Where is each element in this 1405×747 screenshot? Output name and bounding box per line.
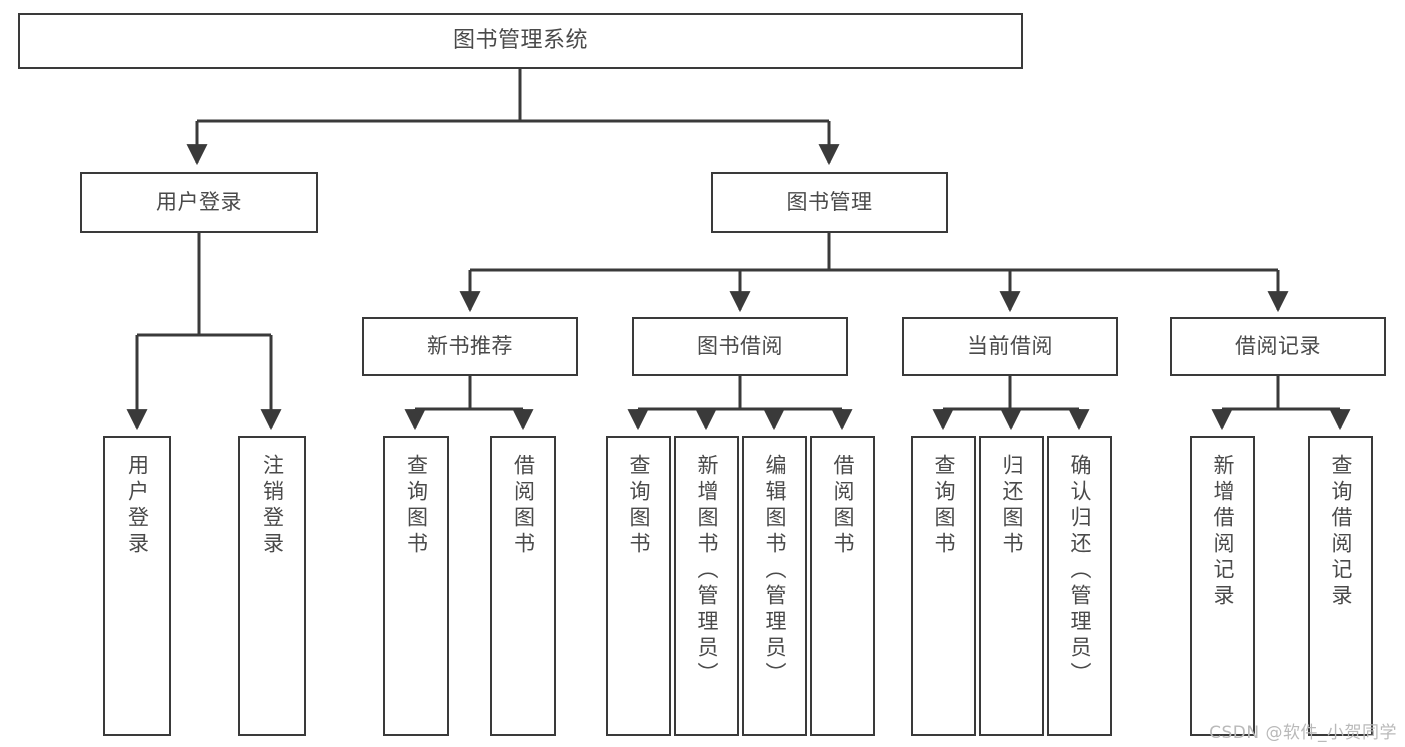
node-current-borrow[interactable]: 当前借阅 [902,317,1118,376]
node-new-book[interactable]: 新书推荐 [362,317,578,376]
leaf-book-borrow-4-label: 借阅图书 [831,454,855,558]
node-root[interactable]: 图书管理系统 [18,13,1023,69]
leaf-book-borrow-4[interactable]: 借阅图书 [810,436,875,736]
leaf-book-borrow-1-label: 查询图书 [627,454,651,558]
node-user-login[interactable]: 用户登录 [80,172,318,233]
leaf-book-borrow-1[interactable]: 查询图书 [606,436,671,736]
node-user-login-label: 用户登录 [156,190,242,215]
node-book-manage[interactable]: 图书管理 [711,172,948,233]
leaf-new-book-2-label: 借阅图书 [511,454,536,558]
leaf-borrow-record-2-label: 查询借阅记录 [1329,454,1353,610]
node-book-borrow-label: 图书借阅 [697,334,783,359]
leaf-current-borrow-3[interactable]: 确认归还（管理员） [1047,436,1112,736]
leaf-current-borrow-2-label: 归还图书 [1000,454,1024,558]
leaf-new-book-1-label: 查询图书 [404,454,429,558]
leaf-book-borrow-3[interactable]: 编辑图书（管理员） [742,436,807,736]
node-root-label: 图书管理系统 [452,28,588,54]
leaf-borrow-record-2[interactable]: 查询借阅记录 [1308,436,1373,736]
leaf-current-borrow-2[interactable]: 归还图书 [979,436,1044,736]
leaf-user-login-2[interactable]: 注销登录 [238,436,306,736]
node-current-borrow-label: 当前借阅 [967,334,1053,359]
node-borrow-record-label: 借阅记录 [1235,334,1321,359]
leaf-book-borrow-3-label: 编辑图书（管理员） [763,454,787,688]
leaf-current-borrow-1-label: 查询图书 [932,454,956,558]
leaf-borrow-record-1[interactable]: 新增借阅记录 [1190,436,1255,736]
node-book-borrow[interactable]: 图书借阅 [632,317,848,376]
leaf-current-borrow-3-label: 确认归还（管理员） [1068,454,1092,688]
leaf-user-login-1-label: 用户登录 [125,454,150,558]
leaf-borrow-record-1-label: 新增借阅记录 [1211,454,1235,610]
leaf-new-book-2[interactable]: 借阅图书 [490,436,556,736]
node-new-book-label: 新书推荐 [427,334,513,359]
leaf-user-login-1[interactable]: 用户登录 [103,436,171,736]
leaf-new-book-1[interactable]: 查询图书 [383,436,449,736]
csdn-watermark: CSDN @软件_小贺同学 [1209,723,1397,743]
leaf-book-borrow-2-label: 新增图书（管理员） [695,454,719,688]
node-book-manage-label: 图书管理 [786,190,873,215]
leaf-current-borrow-1[interactable]: 查询图书 [911,436,976,736]
leaf-book-borrow-2[interactable]: 新增图书（管理员） [674,436,739,736]
node-borrow-record[interactable]: 借阅记录 [1170,317,1386,376]
leaf-user-login-2-label: 注销登录 [260,454,285,558]
